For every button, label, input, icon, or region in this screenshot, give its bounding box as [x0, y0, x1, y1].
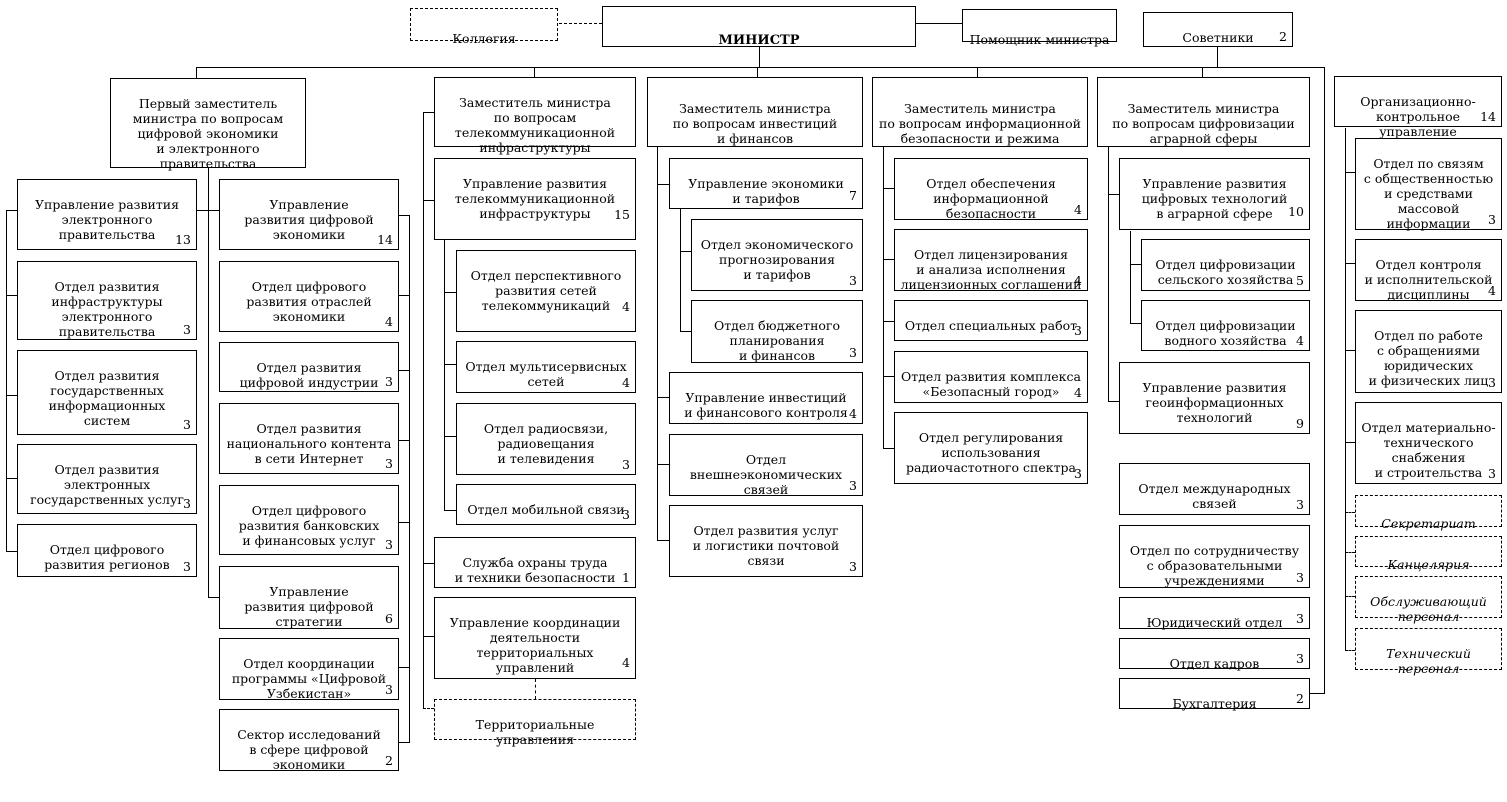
col1-left-4: Отдел цифрового развития регионов 3	[17, 524, 197, 577]
col6-dashed-1: Канцелярия	[1355, 536, 1502, 572]
col5-direct-4: Бухгалтерия 2	[1119, 678, 1310, 711]
col2-item-6: Управление координации деятельности терр…	[434, 597, 636, 679]
col1-right-6: Отдел координации программы «Цифровой Уз…	[219, 638, 399, 701]
col1-right-1: Отдел цифрового развития отраслей эконом…	[219, 261, 399, 332]
col6-item-2: Отдел по работе с обращениями юридически…	[1355, 310, 1502, 393]
col2-item-4: Отдел мобильной связи 3	[456, 484, 636, 525]
deputy-investment-label: Заместитель министра по вопросам инвести…	[672, 101, 838, 146]
col6-item-1: Отдел контроля и исполнительской дисципл…	[1355, 239, 1502, 302]
col1-left-2: Отдел развития государственных информаци…	[17, 350, 197, 435]
col1-right-7: Сектор исследований в сфере цифровой эко…	[219, 709, 399, 772]
col5-direct-1: Отдел по сотрудничеству с образовательны…	[1119, 525, 1310, 588]
col2-item-7: Территориальные управления	[434, 699, 636, 747]
col1-left-0: Управление развития электронного правите…	[17, 179, 197, 250]
col6-dashed-0: Секретариат	[1355, 495, 1502, 531]
first-deputy-box: Первый заместитель министра по вопросам …	[110, 78, 306, 171]
deputy-agrarian-label: Заместитель министра по вопросам цифрови…	[1112, 101, 1295, 146]
assistant-label: Помощник министра	[969, 32, 1110, 47]
col3-item-2: Отдел бюджетного планирования и финансов…	[691, 300, 863, 363]
col6-dashed-2: Обслуживающий персонал	[1355, 576, 1502, 624]
advisers-label: Советники	[1182, 30, 1254, 45]
deputy-security-label: Заместитель министра по вопросам информа…	[879, 101, 1081, 146]
col4-item-1: Отдел лицензирования и анализа исполнени…	[894, 229, 1088, 292]
minister-label: МИНИСТР	[718, 33, 800, 48]
deputy-security-box: Заместитель министра по вопросам информа…	[872, 77, 1088, 147]
deputy-telecom-label: Заместитель министра по вопросам телеком…	[454, 95, 616, 155]
collegium-box: Коллегия	[410, 8, 558, 46]
col1-right-5: Управление развития цифровой стратегии 6	[219, 566, 399, 629]
col4-item-0: Отдел обеспечения информационной безопас…	[894, 158, 1088, 221]
deputy-telecom-box: Заместитель министра по вопросам телеком…	[434, 77, 636, 155]
col1-right-4: Отдел цифрового развития банковских и фи…	[219, 485, 399, 555]
col3-item-3: Управление инвестиций и финансового конт…	[669, 372, 863, 424]
col3-item-0: Управление экономики и тарифов 7	[669, 158, 863, 209]
col2-item-0: Управление развития телекоммуникационной…	[434, 158, 636, 240]
col5-direct-3: Отдел кадров 3	[1119, 638, 1310, 671]
col2-item-1: Отдел перспективного развития сетей теле…	[456, 250, 636, 332]
first-deputy-label: Первый заместитель министра по вопросам …	[132, 96, 284, 171]
minister-box: МИНИСТР	[602, 6, 916, 48]
col1-right-2: Отдел развития цифровой индустрии 3	[219, 342, 399, 392]
col4-item-3: Отдел развития комплекса «Безопасный гор…	[894, 351, 1088, 403]
deputy-investment-box: Заместитель министра по вопросам инвести…	[647, 77, 863, 147]
col3-item-4: Отдел внешнеэкономических связей 3	[669, 434, 863, 497]
col2-item-2: Отдел мультисервисных сетей 4	[456, 341, 636, 393]
col5-item-0: Управление развития цифровых технологий …	[1119, 158, 1310, 230]
deputy-agrarian-box: Заместитель министра по вопросам цифрови…	[1097, 77, 1310, 147]
col2-item-3: Отдел радиосвязи, радиовещания и телевид…	[456, 403, 636, 475]
col5-item-2: Отдел цифровизации водного хозяйства 4	[1141, 300, 1310, 351]
advisers-box: Советники 2	[1143, 12, 1293, 47]
col6-dashed-3: Технический персонал	[1355, 628, 1502, 676]
assistant-box: Помощник министра	[962, 9, 1117, 47]
col5-direct-0: Отдел международных связей 3	[1119, 463, 1310, 515]
col1-right-0: Управление развития цифровой экономики 1…	[219, 179, 399, 250]
col5-item-3: Управление развития геоинформационных те…	[1119, 362, 1310, 434]
col1-left-1: Отдел развития инфраструктуры электронно…	[17, 261, 197, 340]
col2-item-5: Служба охраны труда и техники безопаснос…	[434, 537, 636, 588]
advisers-count: 2	[1279, 29, 1287, 44]
col1-left-3: Отдел развития электронных государственн…	[17, 444, 197, 514]
col5-direct-2: Юридический отдел 3	[1119, 597, 1310, 630]
collegium-label: Коллегия	[452, 31, 516, 46]
org-control-label: Организационно- контрольное управление	[1360, 94, 1476, 139]
col4-item-2: Отдел специальных работ 3	[894, 300, 1088, 341]
col5-item-1: Отдел цифровизации сельского хозяйства 5	[1141, 239, 1310, 291]
col6-item-3: Отдел материально- технического снабжени…	[1355, 402, 1502, 484]
org-control-box: Организационно- контрольное управление 1…	[1334, 76, 1502, 139]
col3-item-5: Отдел развития услуг и логистики почтово…	[669, 505, 863, 577]
col6-item-0: Отдел по связям с общественностью и сред…	[1355, 138, 1502, 231]
col3-item-1: Отдел экономического прогнозирования и т…	[691, 219, 863, 291]
col4-item-4: Отдел регулирования использования радиоч…	[894, 412, 1088, 484]
col1-right-3: Отдел развития национального контента в …	[219, 403, 399, 474]
org-control-count: 14	[1480, 109, 1496, 124]
